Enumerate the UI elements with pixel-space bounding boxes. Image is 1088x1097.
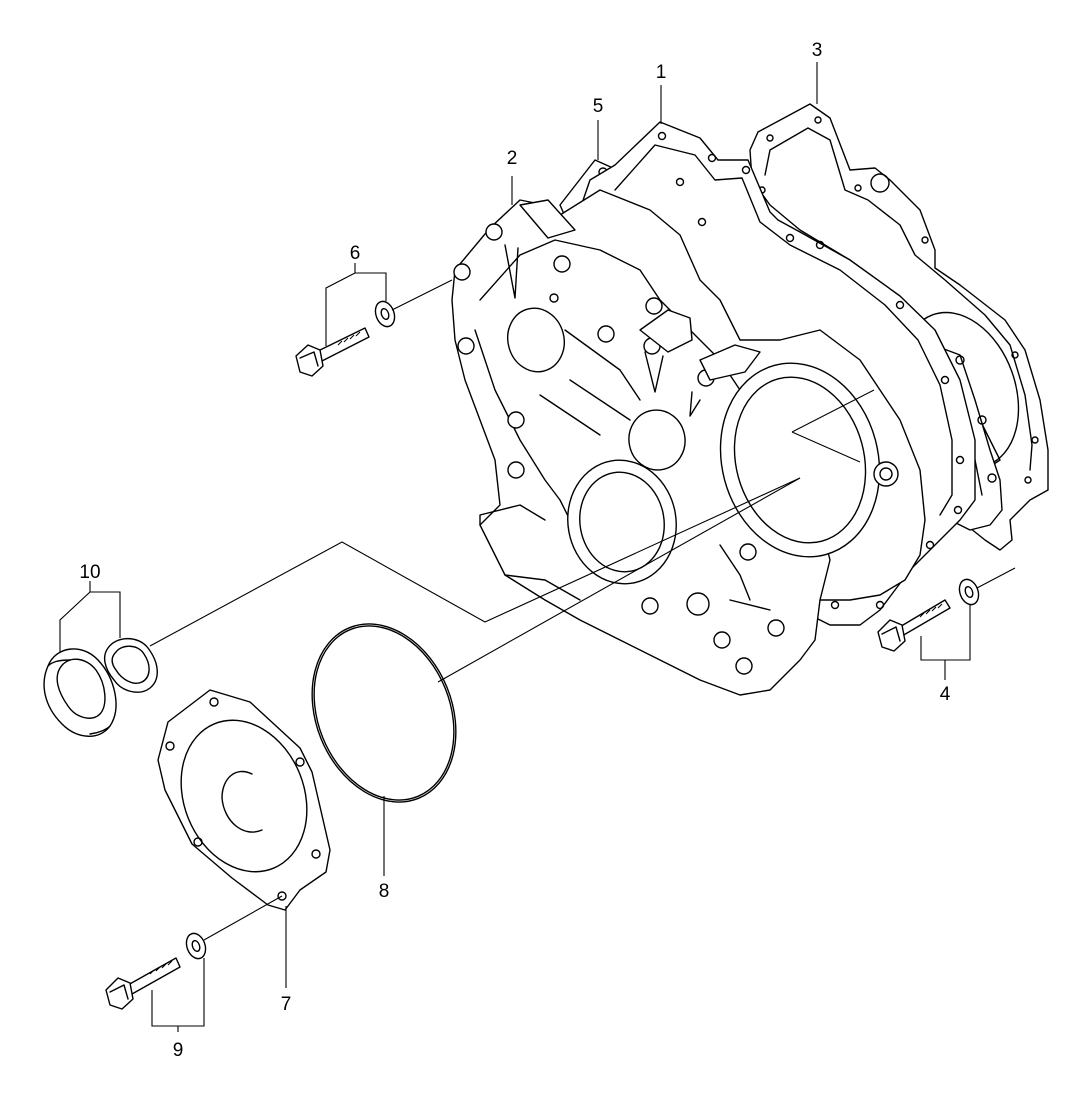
part-7-cover-plate[interactable]	[157, 689, 331, 911]
part-10-seal[interactable]	[43, 637, 158, 737]
callout-8: 8	[379, 881, 390, 902]
callout-7: 7	[281, 994, 292, 1015]
callout-3: 3	[812, 40, 823, 61]
part-8-o-ring[interactable]	[286, 602, 481, 824]
callout-2: 2	[507, 148, 518, 169]
part-2-gear-housing[interactable]	[451, 189, 926, 696]
part-6-bolt-washer[interactable]	[295, 299, 398, 377]
callout-lines	[59, 62, 971, 1032]
callout-10: 10	[79, 562, 100, 583]
callout-9: 9	[173, 1040, 184, 1061]
callout-6: 6	[350, 243, 361, 264]
callout-1: 1	[656, 62, 667, 83]
callout-labels: 1 2 3 4 5 6 7 8 9 10	[79, 40, 950, 1061]
callout-5: 5	[593, 96, 604, 117]
part-9-bolt-washer[interactable]	[105, 931, 209, 1010]
part-4-bolt-washer[interactable]	[877, 577, 982, 652]
callout-4: 4	[940, 684, 951, 705]
leader-lines	[149, 279, 1016, 941]
